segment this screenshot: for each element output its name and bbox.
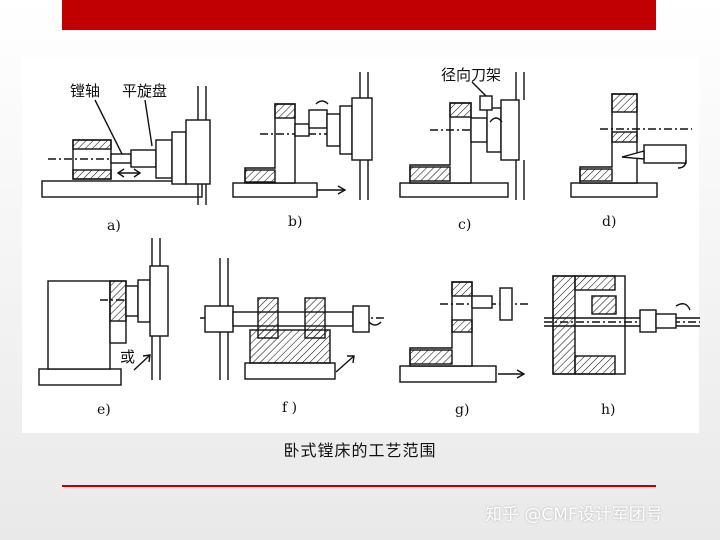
watermark: 知乎 @CMF设计军团号 [485, 505, 663, 525]
panel-label-e: e) [97, 402, 111, 418]
diagram-e [38, 238, 169, 386]
callout-radial-tool-holder: 径向刀架 [441, 66, 501, 84]
title-accent-bar [62, 0, 656, 30]
diagram-g [399, 281, 528, 383]
panel-label-f: f ) [282, 400, 297, 416]
panel-label-b: b) [288, 214, 302, 230]
diagram-d [570, 93, 692, 198]
panel-label-h: h) [601, 402, 615, 418]
figure-caption: 卧式镗床的工艺范围 [283, 441, 437, 460]
diagram-c [399, 72, 525, 200]
panel-label-a: a) [107, 218, 121, 234]
panel-label-g: g) [455, 402, 469, 418]
panel-label-d: d) [602, 214, 616, 230]
bottom-accent-rule [62, 485, 656, 487]
diagram-h [544, 275, 700, 375]
callout-boring-spindle: 镗轴 [70, 82, 100, 100]
diagram-b [232, 72, 373, 200]
panel-label-c: c) [458, 217, 471, 233]
diagram-f [200, 258, 385, 380]
callout-or: 或 [120, 348, 135, 366]
callout-facing-head: 平旋盘 [122, 82, 167, 100]
diagram-a [41, 86, 211, 205]
